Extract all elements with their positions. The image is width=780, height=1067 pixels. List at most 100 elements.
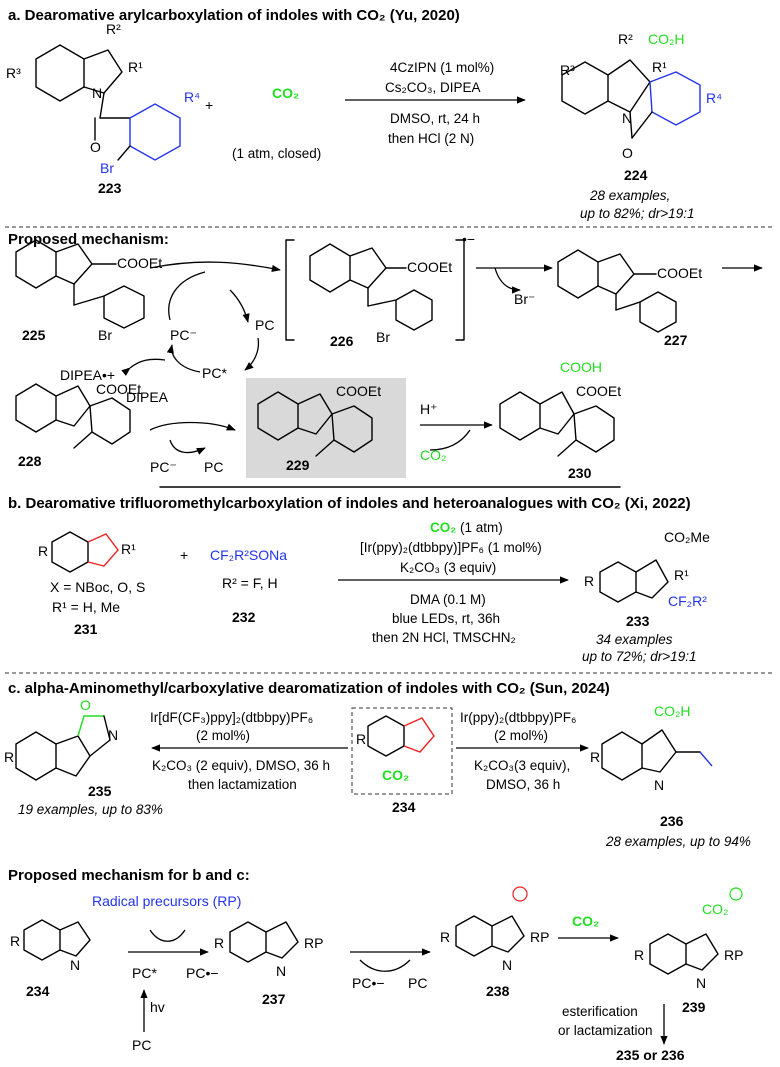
svg-text:up to 72%; dr>19:1: up to 72%; dr>19:1 (582, 649, 696, 664)
compound-227-structure (557, 249, 677, 333)
compound-226-label: 226 (330, 333, 354, 349)
svg-text:R: R (440, 929, 450, 945)
svg-text:N: N (70, 957, 80, 973)
compound-226-structure (309, 243, 433, 331)
svg-text:blue LEDs, rt, 36h: blue LEDs, rt, 36h (392, 611, 500, 626)
svg-text:R¹: R¹ (674, 567, 689, 583)
svg-text:X = NBoc, O, S: X = NBoc, O, S (50, 579, 145, 595)
svg-text:K₂CO₃ (3 equiv): K₂CO₃ (3 equiv) (400, 560, 496, 575)
svg-text:Ir(ppy)₂(dtbbpy)PF₆: Ir(ppy)₂(dtbbpy)PF₆ (460, 710, 576, 725)
indole-223-structure (35, 44, 181, 161)
compound-234-label: 234 (392, 799, 416, 815)
svg-text:Br: Br (98, 327, 112, 343)
svg-text:R: R (38, 543, 48, 559)
svg-text:DIPEA: DIPEA (126, 389, 169, 405)
compound-235-label: 235 (88, 783, 112, 799)
svg-text:Br: Br (100, 160, 114, 176)
svg-text:R² = F, H: R² = F, H (222, 575, 278, 591)
svg-text:COOEt: COOEt (576, 383, 621, 399)
svg-text:CF₂R²: CF₂R² (668, 593, 707, 609)
svg-text:O: O (622, 145, 633, 161)
svg-text:N: N (622, 110, 632, 126)
svg-text:CO₂H: CO₂H (654, 703, 691, 719)
product-224-structure (561, 59, 701, 139)
svg-text:DMSO, 36 h: DMSO, 36 h (486, 777, 560, 792)
svg-text:PC: PC (204, 459, 223, 475)
radical-precursors-label: Radical precursors (RP) (92, 893, 241, 909)
svg-text:R⁴: R⁴ (706, 90, 722, 106)
compound-236-label: 236 (660, 813, 684, 829)
compound-238-label: 238 (486, 983, 510, 999)
svg-text:R¹: R¹ (652, 59, 667, 75)
svg-text:PC*: PC* (202, 365, 227, 381)
svg-text:19 examples, up to 83%: 19 examples, up to 83% (18, 802, 163, 817)
svg-text:then 2N HCl, TMSCHN₂: then 2N HCl, TMSCHN₂ (372, 630, 516, 645)
compound-229-label: 229 (286, 457, 310, 473)
compound-224-label: 224 (624, 167, 648, 183)
svg-text:Br: Br (376, 329, 390, 345)
svg-text:COOEt: COOEt (657, 265, 702, 281)
svg-text:PC*: PC* (132, 965, 157, 981)
compound-225-structure (15, 239, 145, 329)
compound-234-mech-structure (23, 919, 91, 961)
svg-text:CO₂: CO₂ (420, 447, 446, 463)
svg-text:[Ir(ppy)₂(dtbbpy)]PF₆ (1 mol%): [Ir(ppy)₂(dtbbpy)]PF₆ (1 mol%) (360, 540, 542, 555)
svg-text:CO₂: CO₂ (382, 767, 409, 783)
compound-229-highlight (246, 378, 406, 478)
svg-text:R¹: R¹ (128, 59, 143, 75)
svg-text:R¹: R¹ (121, 541, 136, 557)
svg-text:COOEt: COOEt (96, 381, 141, 397)
svg-text:4CzIPN (1 mol%): 4CzIPN (1 mol%) (390, 60, 494, 75)
svg-text:RP: RP (724, 947, 743, 963)
svg-text:COOEt: COOEt (117, 255, 162, 271)
svg-text:+: + (180, 547, 188, 563)
section-a-title: a. Dearomative arylcarboxylation of indo… (8, 7, 460, 24)
svg-text:PC⁻: PC⁻ (150, 459, 177, 475)
svg-text:PC: PC (408, 975, 427, 991)
section-b-title: b. Dearomative trifluoromethylcarboxylat… (8, 495, 691, 512)
compound-238-structure (455, 915, 525, 957)
mechanism-bc-title: Proposed mechanism for b and c: (8, 867, 250, 884)
svg-text:CF₂R²SONa: CF₂R²SONa (210, 547, 287, 563)
compound-232-label: 232 (232, 609, 256, 625)
svg-text:Ir[dF(CF₃)ppy]₂(dtbbpy)PF₆: Ir[dF(CF₃)ppy]₂(dtbbpy)PF₆ (150, 710, 313, 725)
svg-text:28 examples,: 28 examples, (589, 188, 670, 203)
compound-230-label: 230 (568, 465, 592, 481)
svg-text:PC: PC (132, 1037, 151, 1053)
svg-text:COOEt: COOEt (336, 383, 381, 399)
svg-text:CO₂ (1 atm): CO₂ (1 atm) (430, 520, 503, 535)
compound-239-structure (649, 933, 719, 975)
svg-text:DMSO, rt, 24 h: DMSO, rt, 24 h (390, 111, 480, 126)
compound-228-structure (15, 383, 131, 449)
svg-text:RP: RP (304, 935, 323, 951)
svg-text:R⁴: R⁴ (184, 89, 200, 105)
compound-239-label: 239 (682, 999, 706, 1015)
compound-235-structure (15, 715, 111, 781)
svg-text:PC: PC (255, 317, 274, 333)
svg-text:N: N (696, 975, 706, 991)
final-products-label: 235 or 236 (616, 1047, 685, 1063)
compound-227-label: 227 (664, 332, 688, 348)
svg-text:DIPEA•+: DIPEA•+ (60, 367, 115, 383)
compound-234-structure (367, 715, 435, 757)
svg-text:•−: •− (462, 231, 475, 247)
svg-text:N: N (502, 957, 512, 973)
svg-text:N: N (654, 777, 664, 793)
svg-text:R: R (590, 749, 600, 765)
svg-text:CO₂: CO₂ (702, 901, 728, 917)
co2-reagent: CO₂ (272, 85, 299, 101)
svg-text:RP: RP (530, 929, 549, 945)
svg-text:up to 82%; dr>19:1: up to 82%; dr>19:1 (580, 206, 694, 221)
compound-231-label: 231 (74, 621, 98, 637)
svg-text:H⁺: H⁺ (420, 401, 438, 417)
svg-text:R³: R³ (560, 62, 575, 78)
compound-230-structure (499, 391, 615, 457)
svg-text:R: R (10, 933, 20, 949)
svg-text:N: N (276, 963, 286, 979)
svg-text:R³: R³ (6, 65, 21, 81)
svg-text:PC⁻: PC⁻ (170, 327, 197, 343)
svg-text:R²: R² (618, 31, 633, 47)
svg-text:PC•−: PC•− (352, 975, 385, 991)
compound-233-structure (599, 559, 669, 603)
svg-text:(1 atm, closed): (1 atm, closed) (232, 146, 321, 161)
